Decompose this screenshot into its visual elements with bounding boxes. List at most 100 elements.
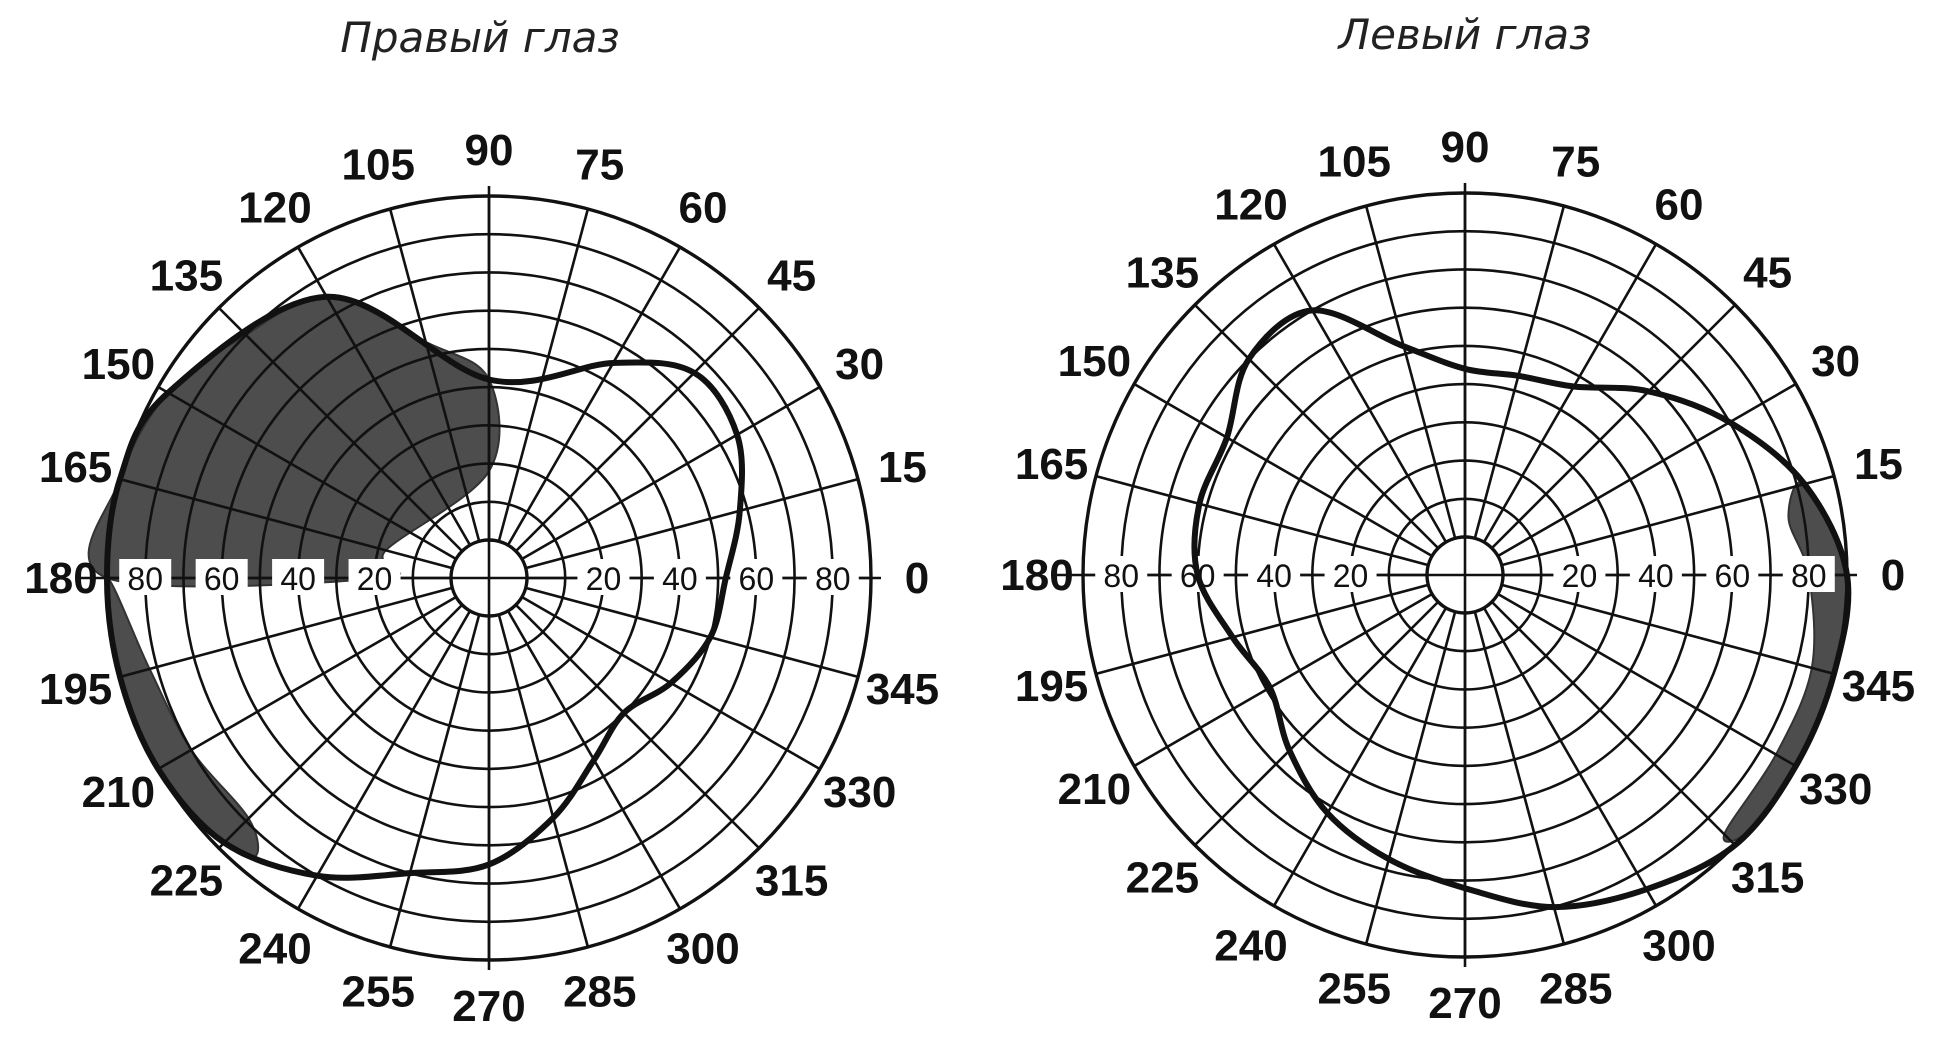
angle-label: 30 [835,340,884,389]
ring-label: 80 [127,561,163,597]
angle-label: 225 [1126,854,1199,903]
ring-label-bg [806,559,859,595]
ring-label: 20 [357,561,393,597]
ring-label: 40 [1256,558,1292,594]
angle-label: 15 [1854,440,1903,489]
angle-label: 225 [150,857,223,906]
angle-label: 210 [1058,765,1131,814]
angle-label: 255 [342,967,415,1016]
ring-label-bg [1248,556,1301,592]
grid-spoke [157,385,457,561]
angle-label: 345 [866,665,939,714]
grid-spoke [1133,592,1433,768]
ring-label-bg [1324,556,1377,592]
right-eye-title: Правый глаз [340,13,620,62]
ring-label: 60 [204,561,240,597]
angle-label: 60 [679,183,728,232]
angle-label: 45 [1743,248,1792,297]
angle-label: 75 [575,141,624,190]
visual-field-boundary [104,293,745,881]
ring-label-bg [195,559,248,595]
grid-spoke [497,614,590,948]
ring-label-bg [1553,556,1606,592]
grid-spoke [1095,583,1429,676]
angle-label: 120 [1214,180,1287,229]
angle-label: 105 [1318,138,1391,187]
fixation-center [1425,535,1505,615]
ring-label-bg [653,559,706,595]
ring-label-bg [1782,556,1835,592]
angle-label: 150 [1058,337,1131,386]
angle-label: 240 [1214,922,1287,971]
angle-label: 240 [238,925,311,974]
ring-label-bg [1095,556,1148,592]
grid-spoke [1473,205,1566,539]
grid-spoke [1133,382,1433,558]
angle-label: 150 [82,340,155,389]
angle-label: 0 [905,554,929,603]
angle-label: 135 [150,251,223,300]
ring-label-bg [272,559,325,595]
angle-label: 30 [1811,337,1860,386]
angle-label: 60 [1655,180,1704,229]
angle-label: 345 [1842,662,1915,711]
ring-label: 60 [1715,558,1751,594]
grid-spoke [514,603,761,850]
grid-spoke [1490,303,1737,550]
ring-label-bg [577,559,630,595]
grid-spoke [1095,474,1429,567]
ring-label: 80 [815,561,851,597]
ring-label: 40 [662,561,698,597]
grid-spoke [497,208,590,542]
angle-label: 315 [755,857,828,906]
angle-label: 270 [1428,979,1501,1028]
ring-label-bg [348,559,401,595]
grid-spoke [1364,205,1457,539]
grid-spoke [1501,583,1835,676]
angle-label: 90 [465,126,514,175]
ring-label: 60 [739,561,775,597]
grid-spoke [1490,600,1737,847]
visual-field-boundary [1191,307,1852,911]
grid-spoke [157,595,457,771]
angle-label: 285 [563,967,636,1016]
angle-label: 195 [39,665,112,714]
grid-spoke [525,586,859,679]
ring-label-bg [119,559,172,595]
left-eye-title: Левый глаз [1337,10,1592,59]
angle-label: 210 [82,768,155,817]
fixation-center [449,538,529,618]
grid-spoke [525,477,859,570]
ring-label: 20 [1333,558,1369,594]
grid-spoke [1501,474,1835,567]
angle-label: 330 [1799,765,1872,814]
angle-label: 165 [1015,440,1088,489]
ring-label: 20 [1562,558,1598,594]
ring-label: 80 [1791,558,1827,594]
angle-label: 120 [238,183,311,232]
ring-label-bg [730,559,783,595]
angle-label: 330 [823,768,896,817]
angle-label: 315 [1731,854,1804,903]
grid-spoke [1482,243,1658,543]
grid-spoke [1193,600,1440,847]
angle-label: 90 [1441,123,1490,172]
ring-label-bg [1706,556,1759,592]
angle-label: 180 [1000,551,1073,600]
angle-label: 180 [24,554,97,603]
angle-label: 15 [878,443,927,492]
angle-label: 135 [1126,248,1199,297]
grid-spoke [1272,243,1448,543]
angle-label: 105 [342,141,415,190]
grid-spoke [119,586,453,679]
angle-label: 195 [1015,662,1088,711]
grid-spoke [521,385,821,561]
grid-spoke [1364,611,1457,945]
ring-label: 80 [1103,558,1139,594]
grid-spoke [119,477,453,570]
ring-label: 40 [280,561,316,597]
ring-label: 40 [1638,558,1674,594]
